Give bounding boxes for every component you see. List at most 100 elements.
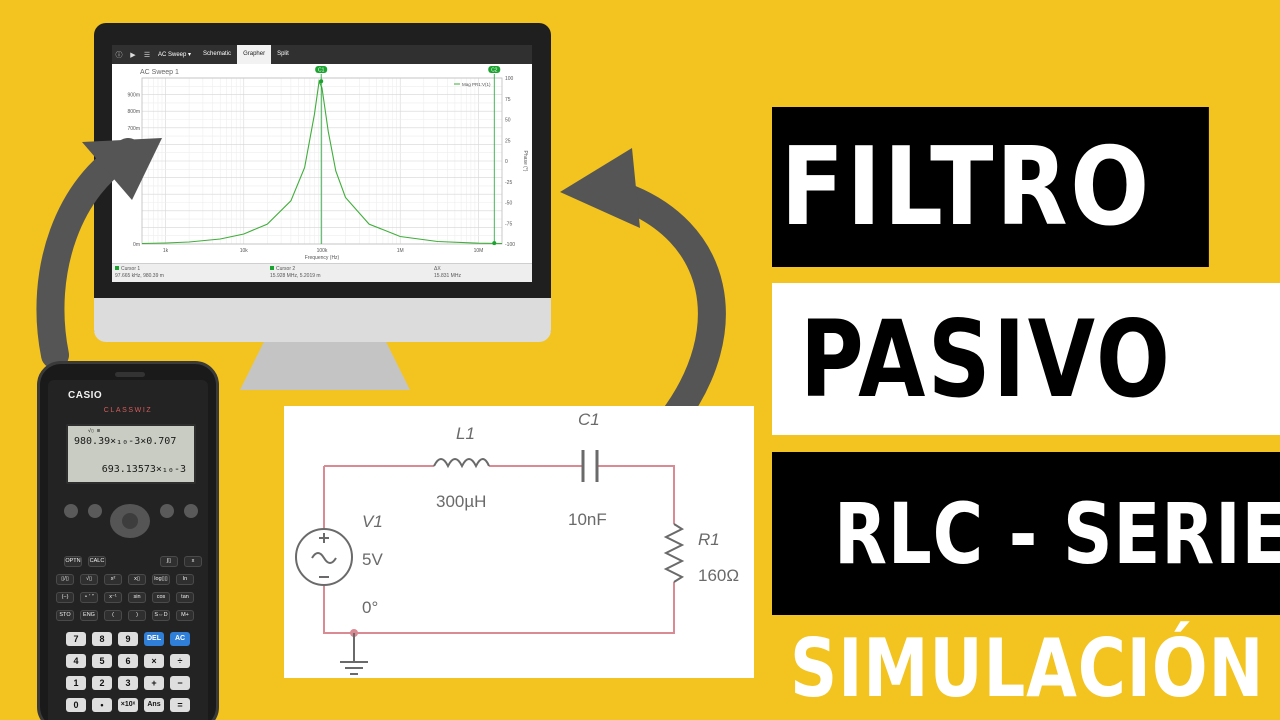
calculator-display: √▯ ⊞ 980.39×₁₀-3×0.707 693.13573×₁₀-3: [66, 424, 196, 484]
cursor-tag: [488, 66, 501, 73]
nav-center: [122, 513, 138, 529]
title-text: RLC - SERIE: [834, 484, 1280, 583]
calc-digit-key[interactable]: 7: [66, 632, 86, 646]
calc-key[interactable]: ): [128, 610, 146, 621]
calc-key[interactable]: √▯: [80, 574, 98, 585]
calc-key[interactable]: (: [104, 610, 122, 621]
y-tick-label: 0m: [133, 242, 140, 248]
source-voltage: 5V: [362, 550, 383, 569]
cursor2-readout: Cursor 2 15.928 MHz, 5.2019 m: [270, 266, 321, 280]
calc-key[interactable]: S⇔D: [152, 610, 170, 621]
info-icon[interactable]: ⓘ: [115, 51, 123, 59]
source-phase: 0°: [362, 598, 379, 617]
play-icon[interactable]: ▶: [130, 51, 136, 59]
y-right-tick-label: 25: [505, 138, 511, 144]
calc-key[interactable]: STO: [56, 610, 74, 621]
x-tick-label: 10k: [240, 248, 249, 254]
calc-digit-key[interactable]: =: [170, 698, 190, 712]
tab-schematic[interactable]: Schematic: [197, 45, 237, 64]
calc-key[interactable]: cos: [152, 592, 170, 603]
simulator-window: ⓘ ▶ ☰ AC Sweep ▾ Schematic Grapher Split…: [112, 45, 532, 282]
circuit-schematic: L1 300µH C1 10nF R1 160Ω V1 5V 0°: [284, 406, 754, 678]
resistor-ref: R1: [698, 530, 720, 549]
calc-digit-key[interactable]: 6: [118, 654, 138, 668]
tab-label: Schematic: [203, 51, 232, 57]
calc-digit-key[interactable]: Ans: [144, 698, 164, 712]
calc-digit-key[interactable]: AC: [170, 632, 190, 646]
source-ref: V1: [362, 512, 383, 531]
calc-digit-key[interactable]: 8: [92, 632, 112, 646]
display-output: 693.13573×₁₀-3: [101, 464, 186, 475]
alpha-key[interactable]: [88, 504, 102, 518]
title-line-3: RLC - SERIE: [772, 452, 1280, 615]
calc-key[interactable]: x▯: [128, 574, 146, 585]
y-right-tick-label: -50: [505, 201, 512, 207]
tab-grapher[interactable]: Grapher: [237, 45, 272, 64]
calc-key[interactable]: x²: [104, 574, 122, 585]
calc-key[interactable]: ▯/▯: [56, 574, 74, 585]
calc-key[interactable]: ln: [176, 574, 194, 585]
calc-key[interactable]: (−): [56, 592, 74, 603]
calc-key[interactable]: tan: [176, 592, 194, 603]
resistor-icon: [663, 523, 685, 583]
calc-digit-key[interactable]: 9: [118, 632, 138, 646]
chart-title: AC Sweep 1: [140, 69, 179, 76]
calc-key[interactable]: CALC: [88, 556, 106, 567]
toolbar: ⓘ ▶ ☰ AC Sweep ▾ Schematic Grapher Split: [112, 45, 532, 64]
x-tick-label: 10M: [474, 248, 484, 254]
calculator-model: CLASSWIZ: [103, 407, 153, 414]
y-right-tick-label: -100: [505, 242, 515, 248]
calculator-brand: CASIO: [68, 390, 103, 401]
y-right-tick-label: 75: [505, 97, 511, 103]
calc-key[interactable]: log▯▯: [152, 574, 170, 585]
cursor1-value: 97.665 kHz, 980.39 m: [115, 273, 164, 279]
calc-key[interactable]: sin: [128, 592, 146, 603]
calc-key[interactable]: ∫▯: [160, 556, 178, 567]
calc-digit-key[interactable]: DEL: [144, 632, 164, 646]
y-right-tick-label: 50: [505, 118, 511, 124]
calc-digit-key[interactable]: 0: [66, 698, 86, 712]
calc-digit-key[interactable]: ÷: [170, 654, 190, 668]
phone-notch: [115, 372, 145, 377]
resistor-value: 160Ω: [698, 566, 740, 585]
list-icon[interactable]: ☰: [143, 51, 151, 59]
calc-digit-key[interactable]: ×: [144, 654, 164, 668]
calc-key[interactable]: x⁻¹: [104, 592, 122, 603]
inductor-ref: L1: [456, 424, 475, 443]
calc-key[interactable]: ∘ ′ ″: [80, 592, 98, 603]
right-arrow-icon: [560, 148, 726, 434]
y-right-tick-label: 0: [505, 159, 508, 165]
monitor-stand: [240, 342, 410, 390]
menu-key[interactable]: [160, 504, 174, 518]
calc-digit-key[interactable]: •: [92, 698, 112, 712]
calc-key[interactable]: OPTN: [64, 556, 82, 567]
capacitor-icon: [581, 450, 599, 482]
calc-digit-key[interactable]: −: [170, 676, 190, 690]
tab-label: Grapher: [243, 51, 266, 57]
navigation-pad[interactable]: [110, 504, 150, 538]
calc-digit-key[interactable]: 2: [92, 676, 112, 690]
cursor-statusbar: Cursor 1 97.665 kHz, 980.39 m Cursor 2 1…: [112, 263, 532, 282]
cursor1-label: Cursor 1: [121, 266, 141, 272]
tab-label: Split: [277, 51, 289, 57]
x-tick-label: 1M: [397, 248, 404, 254]
shift-key[interactable]: [64, 504, 78, 518]
calc-digit-key[interactable]: ×10ˣ: [118, 698, 138, 712]
calc-digit-key[interactable]: 4: [66, 654, 86, 668]
calc-key[interactable]: x: [184, 556, 202, 567]
calculator: CASIO CLASSWIZ √▯ ⊞ 980.39×₁₀-3×0.707 69…: [48, 380, 208, 720]
title-text: FILTRO: [780, 124, 1152, 250]
cursor-marker: [492, 241, 497, 246]
calc-key[interactable]: M+: [176, 610, 194, 621]
on-key[interactable]: [184, 504, 198, 518]
tab-split[interactable]: Split: [271, 45, 295, 64]
calc-digit-key[interactable]: 1: [66, 676, 86, 690]
calc-digit-key[interactable]: 5: [92, 654, 112, 668]
calc-digit-key[interactable]: +: [144, 676, 164, 690]
analysis-mode-select[interactable]: AC Sweep ▾: [158, 52, 192, 58]
calc-key[interactable]: ENG: [80, 610, 98, 621]
calc-digit-key[interactable]: 3: [118, 676, 138, 690]
